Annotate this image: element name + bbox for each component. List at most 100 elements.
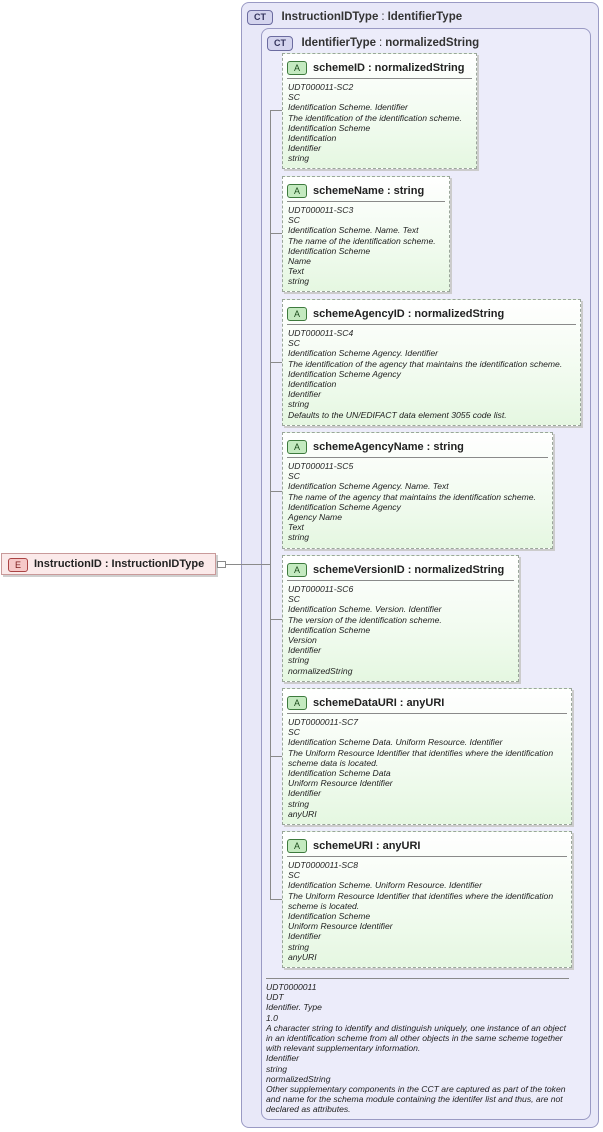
doc-line: UDT0000011 xyxy=(266,982,317,992)
doc-line: string xyxy=(288,798,310,809)
doc-line: UDT xyxy=(266,992,284,1003)
doc-line: Identifier xyxy=(288,788,321,799)
doc-line: Identifier xyxy=(266,1053,299,1064)
attribute-icon: A xyxy=(287,306,307,321)
divider xyxy=(287,856,567,857)
doc-line: The identification of the agency that ma… xyxy=(288,358,563,369)
doc-line: Identification Scheme xyxy=(288,245,371,256)
attribute-icon: A xyxy=(287,838,307,853)
inner-type-separator: : xyxy=(379,37,383,49)
attribute-name: schemeAgencyID xyxy=(313,307,405,320)
branch-line xyxy=(270,756,282,757)
branch-line xyxy=(270,619,282,620)
doc-line: SC xyxy=(288,471,300,482)
inner-complex-type-header[interactable]: CT IdentifierType:normalizedString xyxy=(267,33,479,51)
doc-line: The Uniform Resource Identifier that ide… xyxy=(288,747,554,768)
doc-line: The name of the agency that maintains th… xyxy=(288,491,536,502)
attribute-documentation: UDT0000011-SC8 SC Identification Scheme.… xyxy=(288,860,568,962)
doc-line: Identification Scheme Agency. Name. Text xyxy=(288,481,449,492)
attribute-type: anyURI xyxy=(382,839,421,852)
inner-type-base: normalizedString xyxy=(385,37,480,49)
doc-line: The identification of the identification… xyxy=(288,112,462,123)
attribute-type: anyURI xyxy=(406,696,445,709)
doc-line: normalizedString xyxy=(288,665,353,676)
divider xyxy=(287,713,567,714)
inner-type-name: IdentifierType xyxy=(301,37,377,49)
doc-line: SC xyxy=(288,727,300,738)
attribute-separator: : xyxy=(426,440,431,453)
doc-line: Name xyxy=(288,256,311,267)
outer-type-separator: : xyxy=(381,11,385,23)
branch-line xyxy=(270,491,282,492)
doc-line: UDT000011-SC3 xyxy=(288,205,354,215)
attribute-name: schemeDataURI xyxy=(313,696,397,709)
attribute-name: schemeVersionID xyxy=(313,563,405,576)
attribute-separator: : xyxy=(399,696,404,709)
attribute-type: normalizedString xyxy=(374,61,465,74)
attribute-type: normalizedString xyxy=(414,307,505,320)
doc-line: Uniform Resource Identifier xyxy=(288,778,393,789)
outer-type-name: InstructionIDType xyxy=(281,11,379,23)
type-documentation: UDT0000011 UDT Identifier. Type 1.0 A ch… xyxy=(266,982,578,1115)
attribute-separator: : xyxy=(407,563,412,576)
doc-line: Identification Scheme. Version. Identifi… xyxy=(288,604,442,615)
doc-line: Text xyxy=(288,522,304,533)
divider xyxy=(287,78,472,79)
attribute-name: schemeURI xyxy=(313,839,373,852)
attribute-name: schemeName xyxy=(313,184,384,197)
element-connector-line xyxy=(226,564,271,565)
doc-line: Identification xyxy=(288,379,337,390)
doc-line: SC xyxy=(288,338,300,349)
attribute-type: normalizedString xyxy=(414,563,505,576)
doc-line: UDT000011-SC4 xyxy=(288,328,354,338)
attribute-separator: : xyxy=(386,184,391,197)
attribute-icon: A xyxy=(287,60,307,75)
doc-line: anyURI xyxy=(288,951,317,962)
branch-line xyxy=(270,233,282,234)
expand-collapse-toggle[interactable] xyxy=(217,561,226,568)
doc-line: anyURI xyxy=(288,808,317,819)
doc-line: string xyxy=(288,532,310,543)
doc-line: Identification xyxy=(288,133,337,144)
complex-type-icon: CT xyxy=(267,36,293,51)
attribute-documentation: UDT0000011-SC7 SC Identification Scheme … xyxy=(288,717,568,819)
attribute-icon: A xyxy=(287,695,307,710)
doc-line: SC xyxy=(288,870,300,881)
doc-line: Defaults to the UN/EDIFACT data element … xyxy=(288,409,507,420)
attribute-documentation: UDT000011-SC5 SC Identification Scheme A… xyxy=(288,461,549,543)
doc-line: string xyxy=(266,1063,288,1074)
element-icon: E xyxy=(8,558,28,572)
attribute-documentation: UDT000011-SC2 SC Identification Scheme. … xyxy=(288,82,473,164)
attribute-trunk-line xyxy=(270,110,271,900)
doc-line: UDT0000011-SC8 xyxy=(288,860,359,870)
doc-line: Version xyxy=(288,635,317,646)
doc-line: Identification Scheme. Identifier xyxy=(288,102,408,113)
doc-line: The version of the identification scheme… xyxy=(288,614,442,625)
doc-line: UDT000011-SC2 xyxy=(288,82,354,92)
element-separator: : xyxy=(104,558,109,570)
doc-line: Identification Scheme. Name. Text xyxy=(288,225,419,236)
outer-complex-type-header[interactable]: CT InstructionIDType:IdentifierType xyxy=(247,7,462,25)
doc-line: Identifier xyxy=(288,389,321,400)
complex-type-icon: CT xyxy=(247,10,273,25)
doc-line: SC xyxy=(288,594,300,605)
doc-line: string xyxy=(288,276,310,287)
element-name: InstructionID xyxy=(34,558,102,570)
doc-line: string xyxy=(288,655,310,666)
doc-line: string xyxy=(288,153,310,164)
doc-line: string xyxy=(288,399,310,410)
doc-line: Uniform Resource Identifier xyxy=(288,921,393,932)
doc-line: Identifier xyxy=(288,931,321,942)
doc-line: normalizedString xyxy=(266,1073,331,1084)
doc-line: UDT000011-SC5 xyxy=(288,461,354,471)
doc-line: UDT0000011-SC7 xyxy=(288,717,359,727)
outer-type-base: IdentifierType xyxy=(387,11,463,23)
